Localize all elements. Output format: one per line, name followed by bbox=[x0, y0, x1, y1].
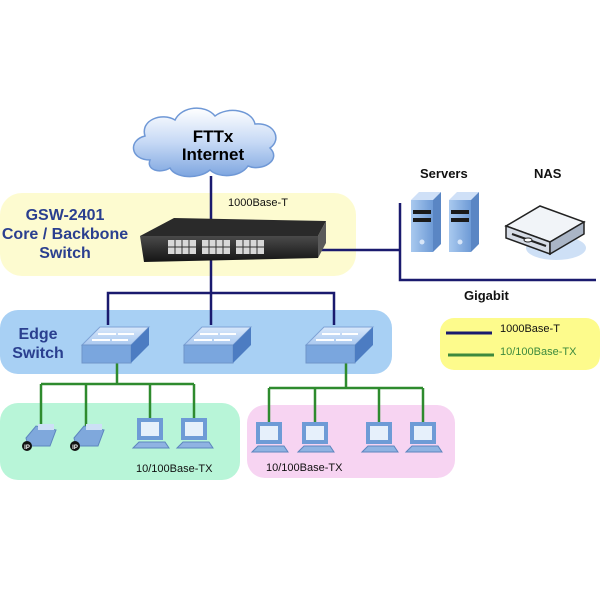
edge-label-line2: Switch bbox=[12, 345, 64, 362]
legend-fast-label: 10/100Base-TX bbox=[500, 346, 577, 358]
ip-badge: IP bbox=[24, 445, 30, 451]
edge-switch-icon bbox=[182, 326, 253, 364]
nas-icon bbox=[504, 205, 586, 260]
legend-box bbox=[440, 318, 600, 370]
fast-ethernet-links bbox=[39, 362, 425, 426]
ip-phone-icon: IP bbox=[22, 424, 57, 451]
pc-icon bbox=[131, 418, 170, 449]
pc-icon bbox=[360, 422, 399, 453]
core-switch-icon bbox=[140, 218, 326, 262]
ip-badge: IP bbox=[72, 445, 78, 451]
pc-icon bbox=[175, 418, 214, 449]
edge-switch-label: Edge Switch bbox=[8, 325, 68, 363]
pink-group-link-label: 10/100Base-TX bbox=[266, 462, 343, 474]
server-icon bbox=[411, 192, 441, 252]
edge-switch-icon bbox=[304, 326, 375, 364]
gigabit-label: Gigabit bbox=[464, 288, 509, 303]
green-group-link-label: 10/100Base-TX bbox=[136, 463, 213, 475]
internet-cloud-icon bbox=[132, 107, 277, 178]
core-type: Switch bbox=[39, 245, 91, 262]
edge-switch-icon bbox=[80, 326, 151, 364]
pc-icon bbox=[296, 422, 335, 453]
cloud-label-line1: FTTx bbox=[192, 127, 234, 146]
core-role: Core / Backbone bbox=[1, 226, 129, 243]
core-model: GSW-2401 bbox=[25, 207, 105, 224]
pc-icon bbox=[404, 422, 443, 453]
servers-label: Servers bbox=[420, 166, 468, 181]
edge-label-line1: Edge bbox=[18, 326, 58, 343]
edge-distribution-bus bbox=[106, 291, 336, 325]
legend-gigabit-label: 1000Base-T bbox=[500, 323, 560, 335]
pc-icon bbox=[250, 422, 289, 453]
core-link-label: 1000Base-T bbox=[228, 197, 288, 209]
server-gigabit-bus bbox=[398, 203, 596, 282]
gigabit-links bbox=[106, 176, 596, 325]
nas-label: NAS bbox=[534, 166, 562, 181]
server-icon bbox=[449, 192, 479, 252]
cloud-label-line2: Internet bbox=[181, 145, 245, 164]
core-switch-label: GSW-2401 Core / Backbone Switch bbox=[0, 206, 130, 263]
ip-phone-icon: IP bbox=[70, 424, 105, 451]
cloud-label: FTTx Internet bbox=[148, 128, 278, 164]
